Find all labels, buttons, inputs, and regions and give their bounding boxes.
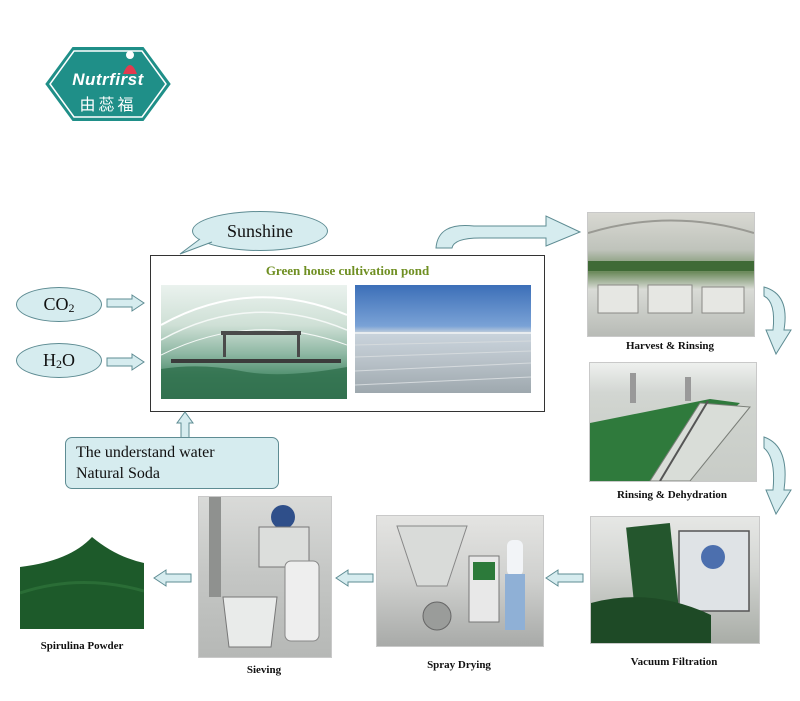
arrow-harvest-to-rinsing — [763, 286, 792, 356]
greenhouse-interior-photo — [161, 285, 347, 399]
spirulina-powder-photo — [20, 533, 144, 629]
h2o-label: H — [43, 350, 56, 370]
logo-figure-icon — [123, 51, 137, 74]
co2-subscript: 2 — [68, 301, 75, 315]
h2o-subscript: 2 — [56, 357, 62, 371]
arrow-rinsing-to-vacuum — [763, 436, 792, 516]
greenhouse-exterior-photo — [355, 285, 531, 393]
brand-logo: Nutrfirst 由蕊福 — [42, 44, 174, 124]
arrow-h2o-to-pond — [106, 353, 145, 371]
arrow-water-to-pond — [176, 411, 194, 439]
logo-brand-text: Nutrfirst — [72, 70, 144, 89]
rinsing-dehydration-photo — [589, 362, 757, 482]
harvest-rinsing-photo — [587, 212, 755, 337]
sieving-photo — [198, 496, 332, 658]
caption-vacuum-filtration: Vacuum Filtration — [630, 656, 718, 668]
logo-chinese-text: 由蕊福 — [79, 95, 137, 114]
h2o-label-end: O — [62, 350, 75, 370]
sunshine-callout-tail — [179, 238, 213, 255]
sunshine-callout: Sunshine — [192, 211, 328, 251]
co2-label: CO — [43, 294, 69, 314]
caption-sieving: Sieving — [246, 664, 282, 676]
caption-harvest-rinsing: Harvest & Rinsing — [626, 340, 714, 352]
arrow-to-harvest — [435, 215, 582, 249]
vacuum-filtration-photo — [590, 516, 760, 644]
caption-rinsing-dehydration: Rinsing & Dehydration — [616, 489, 728, 501]
arrow-vacuum-to-spray — [545, 569, 584, 587]
caption-spirulina-powder: Spirulina Powder — [40, 640, 124, 652]
arrow-co2-to-pond — [106, 294, 145, 312]
arrow-sieving-to-powder — [153, 569, 192, 587]
pond-title: Green house cultivation pond — [265, 263, 430, 278]
water-source-callout: The understand water Natural Soda — [65, 437, 279, 489]
cultivation-pond-panel: Green house cultivation pond — [150, 255, 545, 412]
arrow-spray-to-sieving — [335, 569, 374, 587]
water-line-1: The understand water — [76, 444, 215, 461]
caption-spray-drying: Spray Drying — [427, 659, 491, 671]
spray-drying-photo — [376, 515, 544, 647]
logo-badge-shape — [42, 45, 174, 123]
water-line-2: Natural Soda — [76, 465, 160, 482]
sunshine-label: Sunshine — [226, 220, 293, 241]
